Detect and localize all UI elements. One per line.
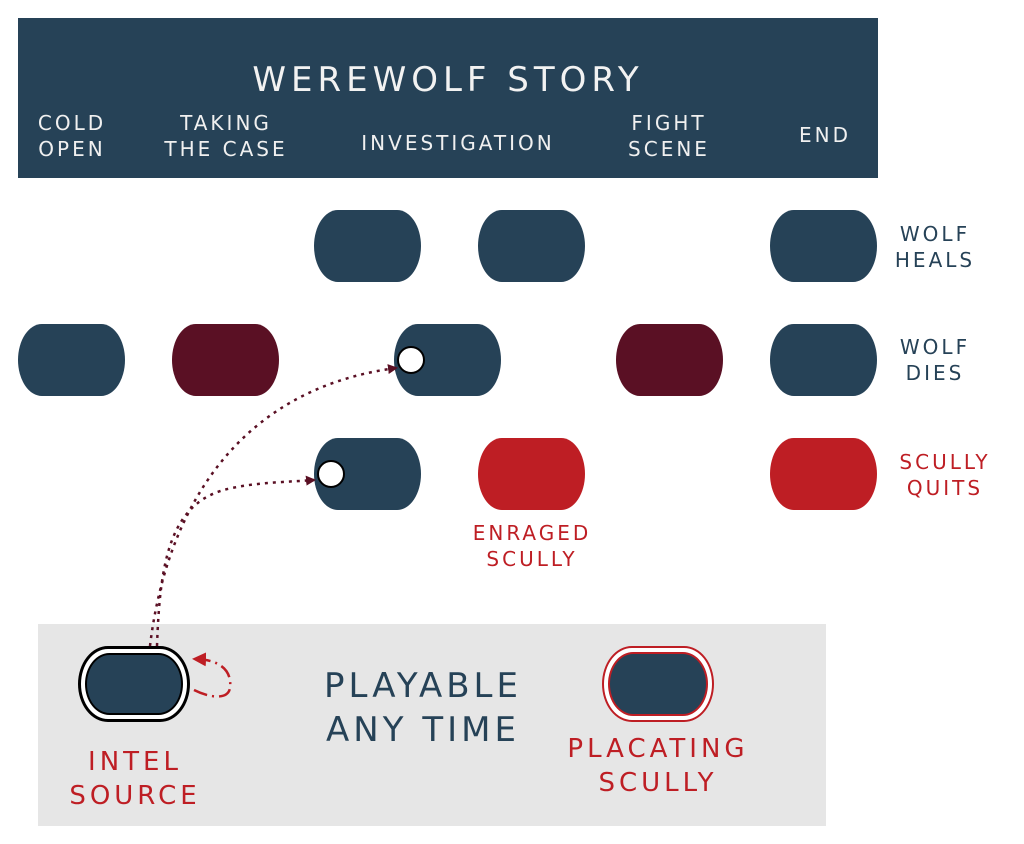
column-end: END [799,123,851,147]
card-wolf-heals-end[interactable] [770,210,877,282]
card-wolf-dies-investigation[interactable] [394,324,501,396]
card-wolf-dies-cold-open[interactable] [18,324,125,396]
column-investigation: INVESTIGATION [361,131,555,155]
card-wolf-heals-investigation-2[interactable] [478,210,585,282]
header-banner: WEREWOLF STORY COLD OPEN TAKING THE CASE… [18,18,878,178]
row-label-scully-quits: SCULLY QUITS [899,450,991,500]
placating-scully-label: PLACATING SCULLY [567,734,749,798]
card-wolf-dies-end[interactable] [770,324,877,396]
column-fight-scene: FIGHT SCENE [628,111,710,161]
card-scully-quits-investigation-1[interactable] [314,438,421,510]
card-wolf-heals-investigation-1[interactable] [314,210,421,282]
column-taking-the-case: TAKING THE CASE [164,111,288,161]
slot-circle-icon[interactable] [317,460,345,488]
row-label-wolf-heals: WOLF HEALS [894,222,976,272]
card-intel-source[interactable] [78,646,190,722]
connector-intel-to-scully-quits [155,475,316,647]
slot-circle-icon[interactable] [397,346,425,374]
card-enraged-scully[interactable] [478,438,585,510]
card-scully-quits-end[interactable] [770,438,877,510]
row-label-wolf-dies: WOLF DIES [899,335,971,385]
diagram-title: WEREWOLF STORY [252,60,644,100]
playable-any-time-text: PLAYABLE ANY TIME [324,666,522,750]
column-cold-open: COLD OPEN [37,111,107,161]
card-placating-scully[interactable] [602,646,714,722]
enraged-scully-label: ENRAGED SCULLY [472,521,592,571]
card-wolf-dies-fight-scene[interactable] [616,324,723,396]
intel-source-label: INTEL SOURCE [69,747,201,811]
card-wolf-dies-taking-the-case[interactable] [172,324,279,396]
